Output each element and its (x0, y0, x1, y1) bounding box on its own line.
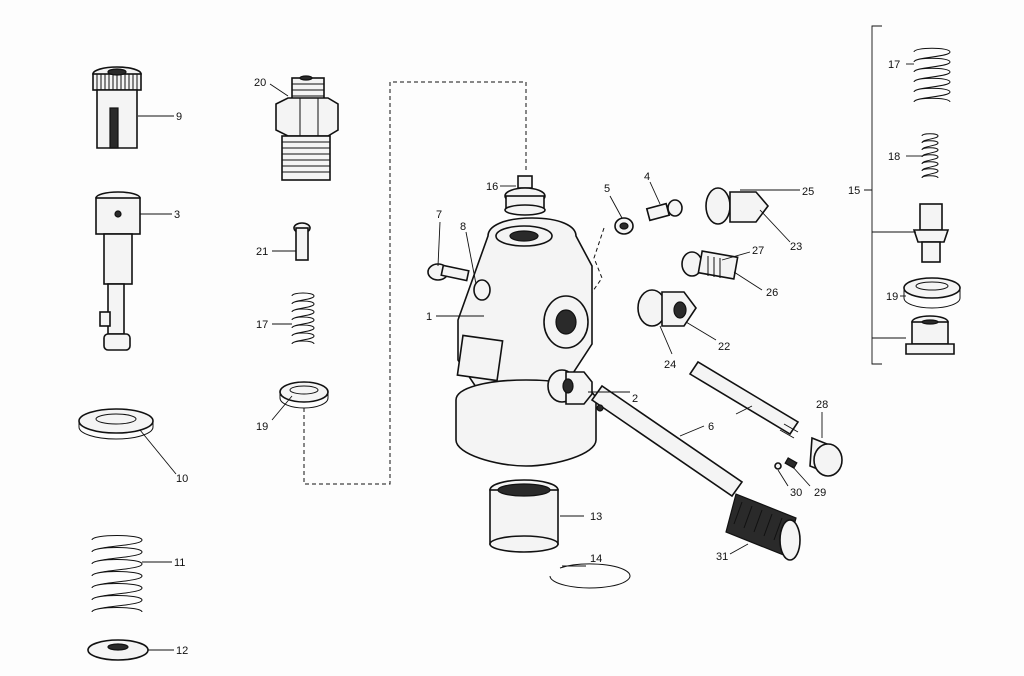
label-30: 30 (790, 487, 802, 499)
label-26: 26 (766, 287, 778, 299)
part-11-spring (91, 535, 143, 613)
assembly-line-right (587, 227, 605, 299)
label-4: 4 (644, 171, 650, 183)
label-16: 16 (486, 181, 498, 193)
label-12: 12 (176, 645, 188, 657)
part-17-spring (291, 292, 315, 345)
part-valve (912, 203, 950, 263)
part-2-banjo (547, 369, 593, 405)
part-5-washer (614, 217, 634, 235)
part-16-nipple (504, 175, 546, 216)
part-23-plug (705, 187, 770, 225)
part-8-washer (473, 279, 491, 301)
label-20: 20 (254, 77, 266, 89)
label-21: 21 (256, 246, 268, 258)
part-10-washer (78, 408, 154, 440)
label-17-left: 17 (256, 319, 268, 331)
assembly-line-left (303, 81, 527, 485)
part-21-pin (293, 222, 311, 261)
label-11: 11 (174, 557, 185, 569)
label-9: 9 (176, 111, 182, 123)
label-13: 13 (590, 511, 602, 523)
part-6-shaft (590, 360, 800, 498)
label-28: 28 (816, 399, 828, 411)
part-14-circlip (549, 563, 631, 589)
part-3-plunger (95, 191, 141, 351)
label-24: 24 (664, 359, 676, 371)
label-29: 29 (814, 487, 826, 499)
label-14: 14 (590, 553, 602, 565)
label-2: 2 (632, 393, 638, 405)
part-29-pin (784, 457, 798, 469)
part-31-worm (725, 493, 801, 561)
part-19-ring-right (903, 277, 961, 309)
part-4-bleed-screw (645, 199, 683, 222)
label-8: 8 (460, 221, 466, 233)
label-31: 31 (716, 551, 728, 563)
part-valve-seat (905, 315, 955, 355)
part-19-ring-left (279, 381, 329, 409)
group-15-bracket (864, 25, 916, 365)
part-7-screw (427, 263, 470, 282)
label-7: 7 (436, 209, 442, 221)
part-18-spring-small (921, 133, 939, 179)
label-23: 23 (790, 241, 802, 253)
part-30-ball (774, 462, 782, 470)
label-5: 5 (604, 183, 610, 195)
label-19-right: 19 (886, 291, 898, 303)
label-3: 3 (174, 209, 180, 221)
label-17-right: 17 (888, 59, 900, 71)
label-1: 1 (426, 311, 432, 323)
part-12-seat (87, 639, 149, 661)
part-22-cap-nut (637, 289, 697, 327)
label-27: 27 (752, 245, 764, 257)
label-6: 6 (708, 421, 714, 433)
part-9-sleeve (92, 66, 142, 149)
label-15: 15 (848, 185, 860, 197)
part-20-valve-holder (275, 75, 339, 181)
label-10: 10 (176, 473, 188, 485)
label-22: 22 (718, 341, 730, 353)
part-13-sleeve (489, 479, 559, 553)
part-28-cap (809, 436, 843, 477)
label-19-left: 19 (256, 421, 268, 433)
part-26-union (681, 250, 739, 280)
part-17-spring-right (913, 47, 951, 103)
part-1-pump-body (455, 217, 597, 467)
label-18: 18 (888, 151, 900, 163)
leader-lines (138, 63, 922, 651)
label-25: 25 (802, 186, 814, 198)
